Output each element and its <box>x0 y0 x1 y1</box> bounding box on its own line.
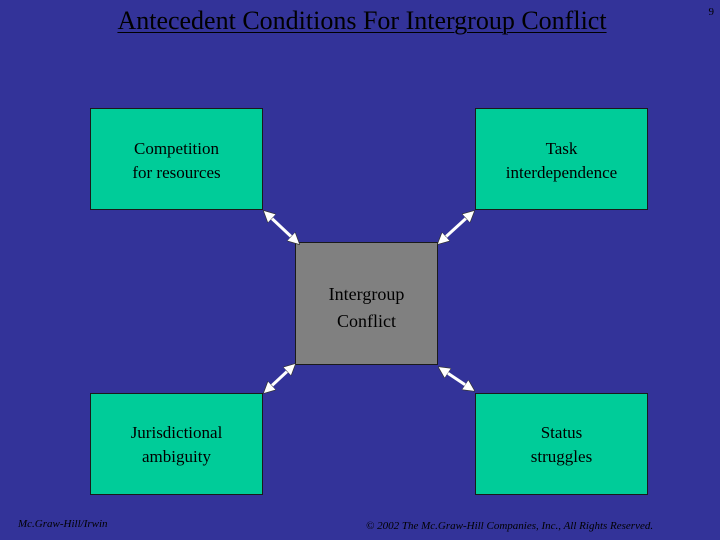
box-competition-for-resources: Competition for resources <box>90 108 263 210</box>
box-label-line1: Task <box>545 139 578 158</box>
box-label-line1: Jurisdictional <box>130 423 223 442</box>
page-number: 9 <box>708 6 715 18</box>
arrow-top-right <box>439 212 473 243</box>
box-jurisdictional-ambiguity: Jurisdictional ambiguity <box>90 393 263 495</box>
box-label-line1: Competition <box>134 139 219 158</box>
box-label-line2: interdependence <box>505 163 618 182</box>
center-box-intergroup-conflict: Intergroup Conflict <box>295 242 438 365</box>
slide-title: Antecedent Conditions For Intergroup Con… <box>117 6 607 35</box>
arrow-bottom-left <box>265 365 294 392</box>
arrow-top-left <box>265 212 298 243</box>
box-task-interdependence: Task interdependence <box>475 108 648 210</box>
center-label-line1: Intergroup <box>328 284 405 304</box>
box-label-line2: for resources <box>132 163 221 182</box>
footer-copyright: © 2002 The Mc.Graw-Hill Companies, Inc.,… <box>366 520 654 532</box>
box-label-line2: ambiguity <box>142 447 211 466</box>
arrow-bottom-right <box>440 368 473 390</box>
box-status-struggles: Status struggles <box>475 393 648 495</box>
footer-publisher: Mc.Graw-Hill/Irwin <box>18 518 108 530</box>
center-label-line2: Conflict <box>337 311 396 331</box>
box-label-line2: struggles <box>530 447 593 466</box>
box-label-line1: Status <box>540 423 583 442</box>
